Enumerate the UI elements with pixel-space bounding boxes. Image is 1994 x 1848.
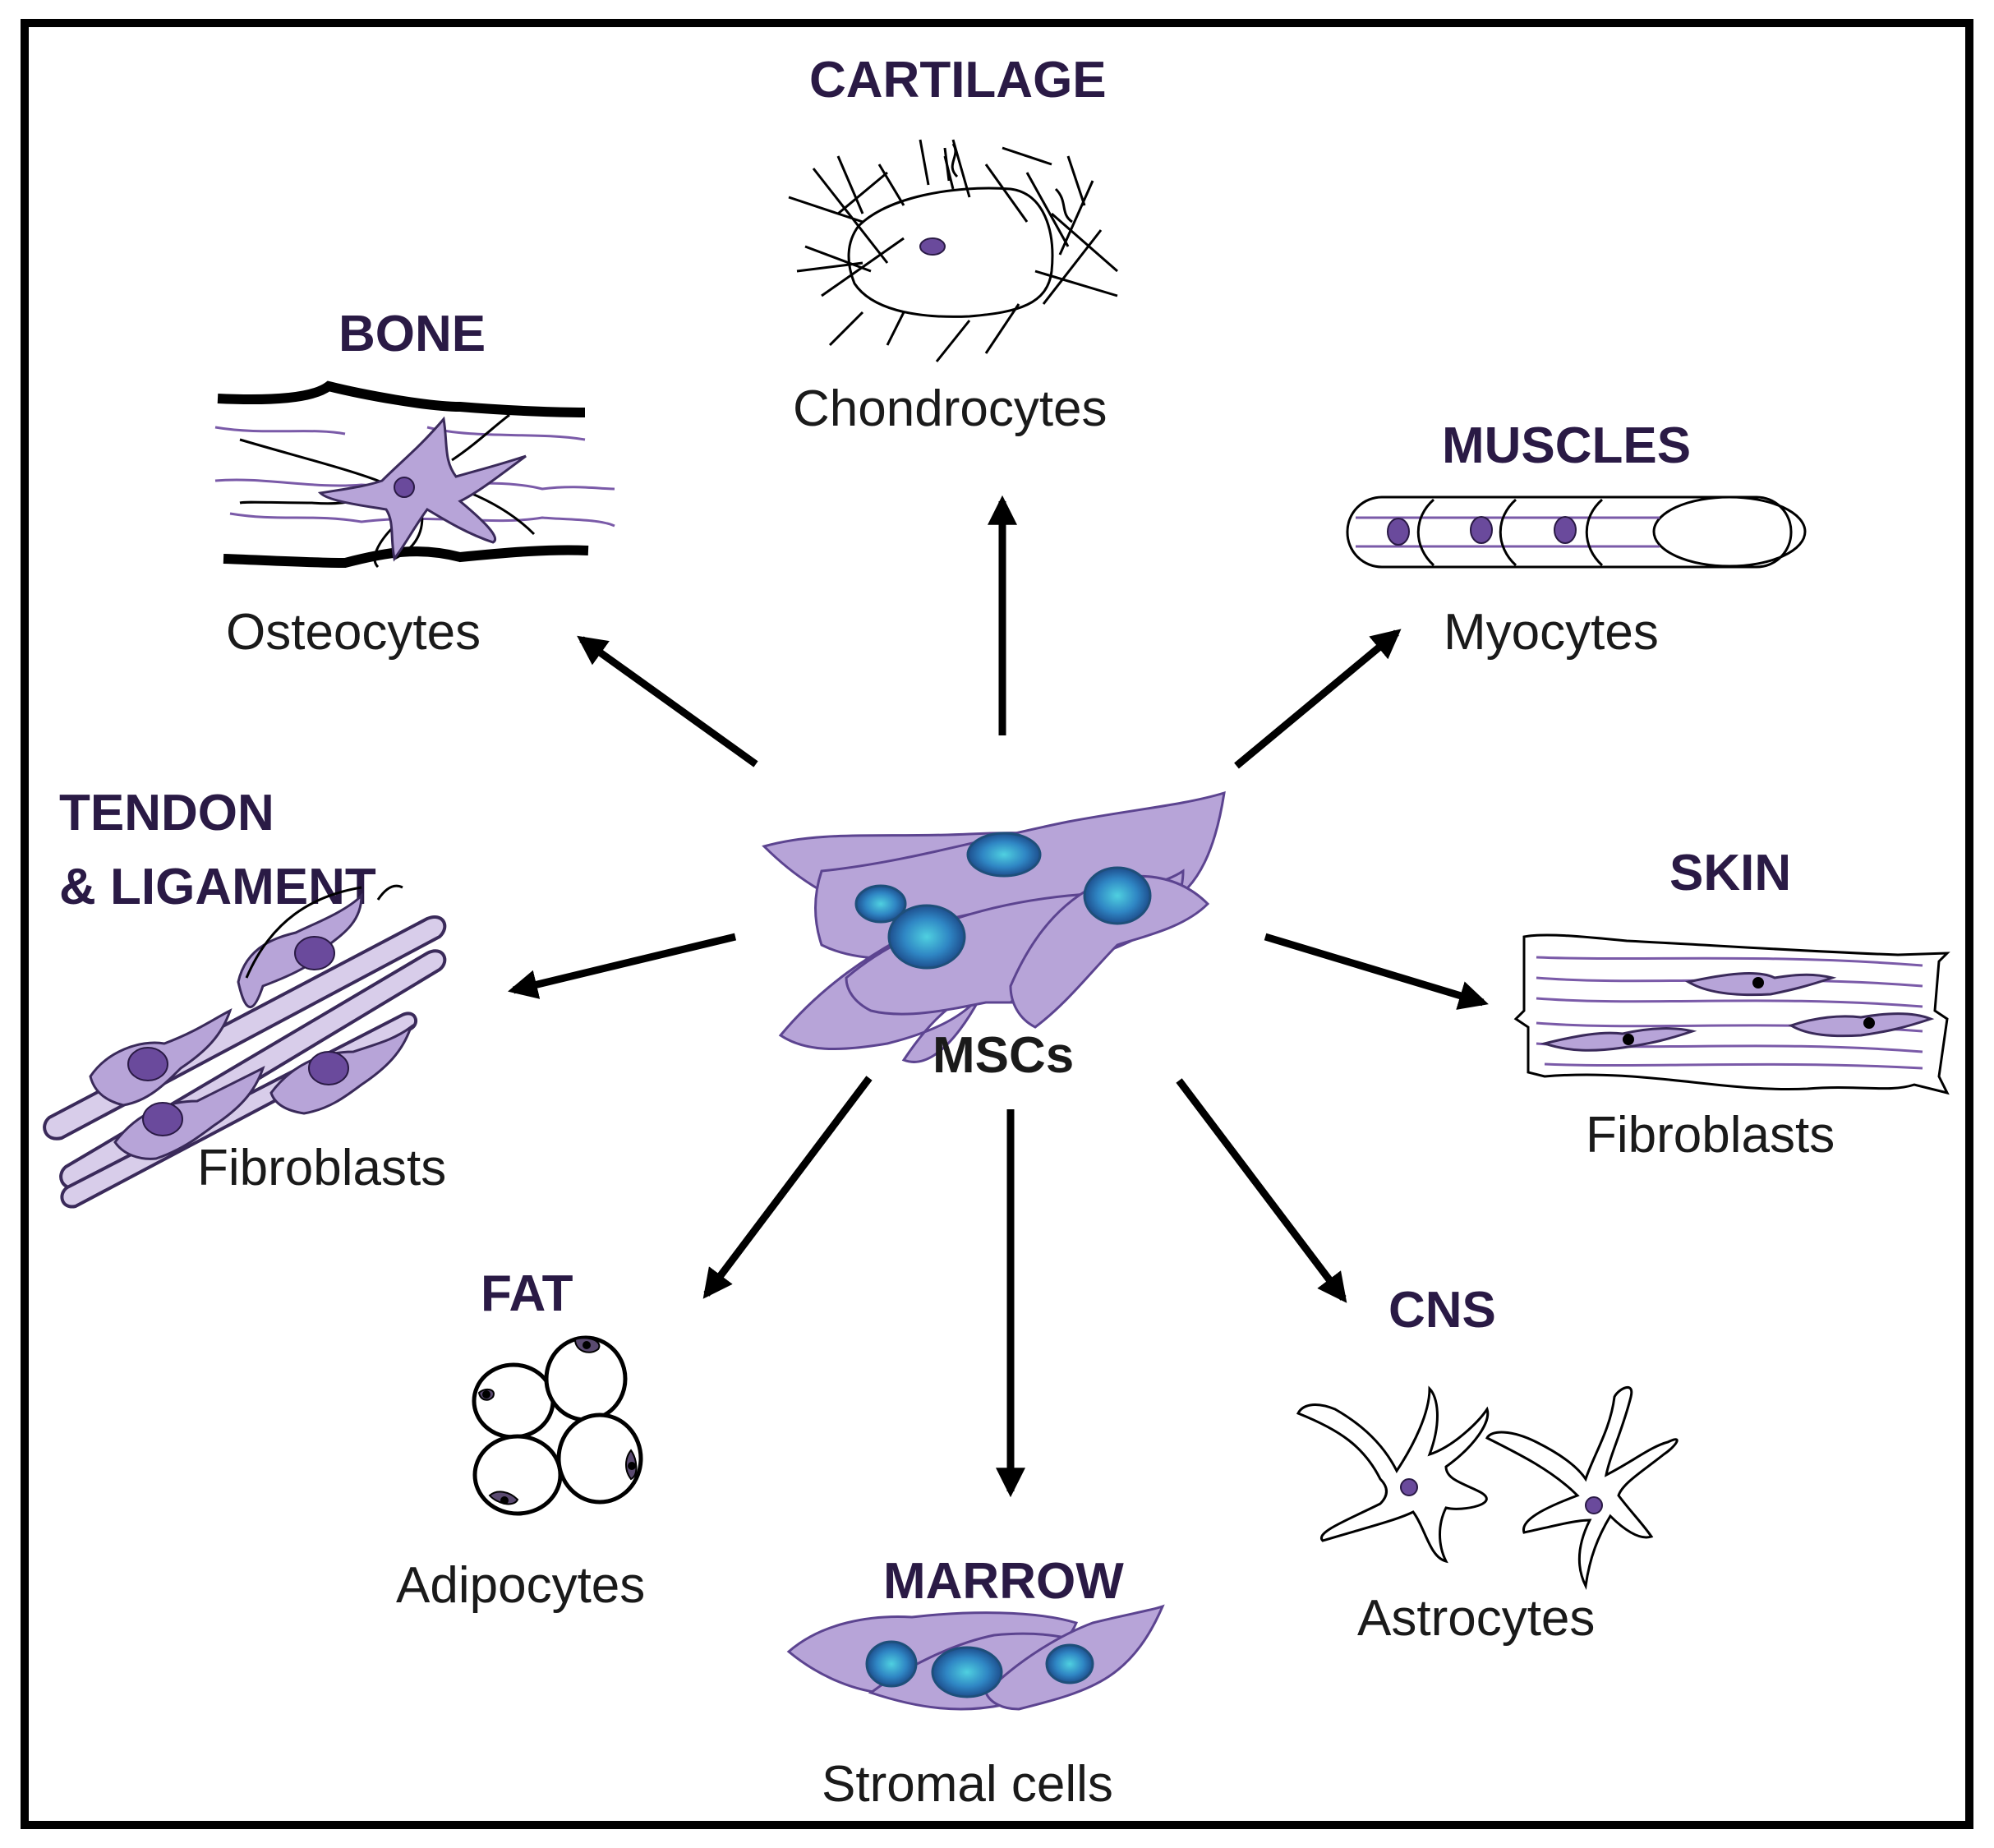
cell-tendon-fibroblasts: Fibroblasts (197, 1140, 446, 1196)
cell-osteocytes: Osteocytes (226, 604, 481, 661)
tendon-fibroblast-illustration (43, 884, 447, 1209)
label-fat: FAT (481, 1265, 573, 1322)
cell-skin-fibroblasts: Fibroblasts (1586, 1107, 1835, 1164)
myocyte-illustration (1346, 495, 1807, 569)
label-cartilage: CARTILAGE (809, 52, 1107, 108)
cell-stromal-cells: Stromal cells (822, 1756, 1113, 1813)
stromal-cell-illustration (786, 1604, 1165, 1711)
label-tendon-line1: TENDON (59, 785, 274, 841)
arrow-muscles (1234, 629, 1402, 769)
cell-astrocytes: Astrocytes (1357, 1590, 1595, 1647)
diagram-border (21, 19, 1973, 1829)
arrow-cns (1176, 1078, 1347, 1303)
astrocyte-illustration (1296, 1385, 1679, 1590)
chondrocyte-illustration (788, 139, 1118, 362)
label-muscles: MUSCLES (1442, 417, 1691, 474)
arrow-tendon (507, 933, 737, 999)
msc-cluster (762, 790, 1226, 1063)
osteocyte-illustration (214, 380, 615, 569)
label-skin: SKIN (1669, 845, 1791, 901)
cell-chondrocytes: Chondrocytes (793, 380, 1108, 437)
skin-fibroblast-illustration (1513, 933, 1950, 1095)
arrow-fat (702, 1076, 873, 1299)
label-bone: BONE (338, 306, 486, 362)
arrow-skin (1264, 933, 1489, 1010)
label-marrow: MARROW (883, 1553, 1124, 1610)
differentiation-arrows (507, 495, 1489, 1498)
adipocyte-illustration (472, 1335, 643, 1516)
cell-adipocytes: Adipocytes (396, 1557, 645, 1614)
cell-myocytes: Myocytes (1444, 604, 1659, 661)
arrow-bone (577, 635, 758, 767)
label-cns: CNS (1388, 1282, 1496, 1339)
label-tendon-line2: & LIGAMENT (59, 859, 376, 915)
center-label: MSCs (933, 1027, 1074, 1084)
